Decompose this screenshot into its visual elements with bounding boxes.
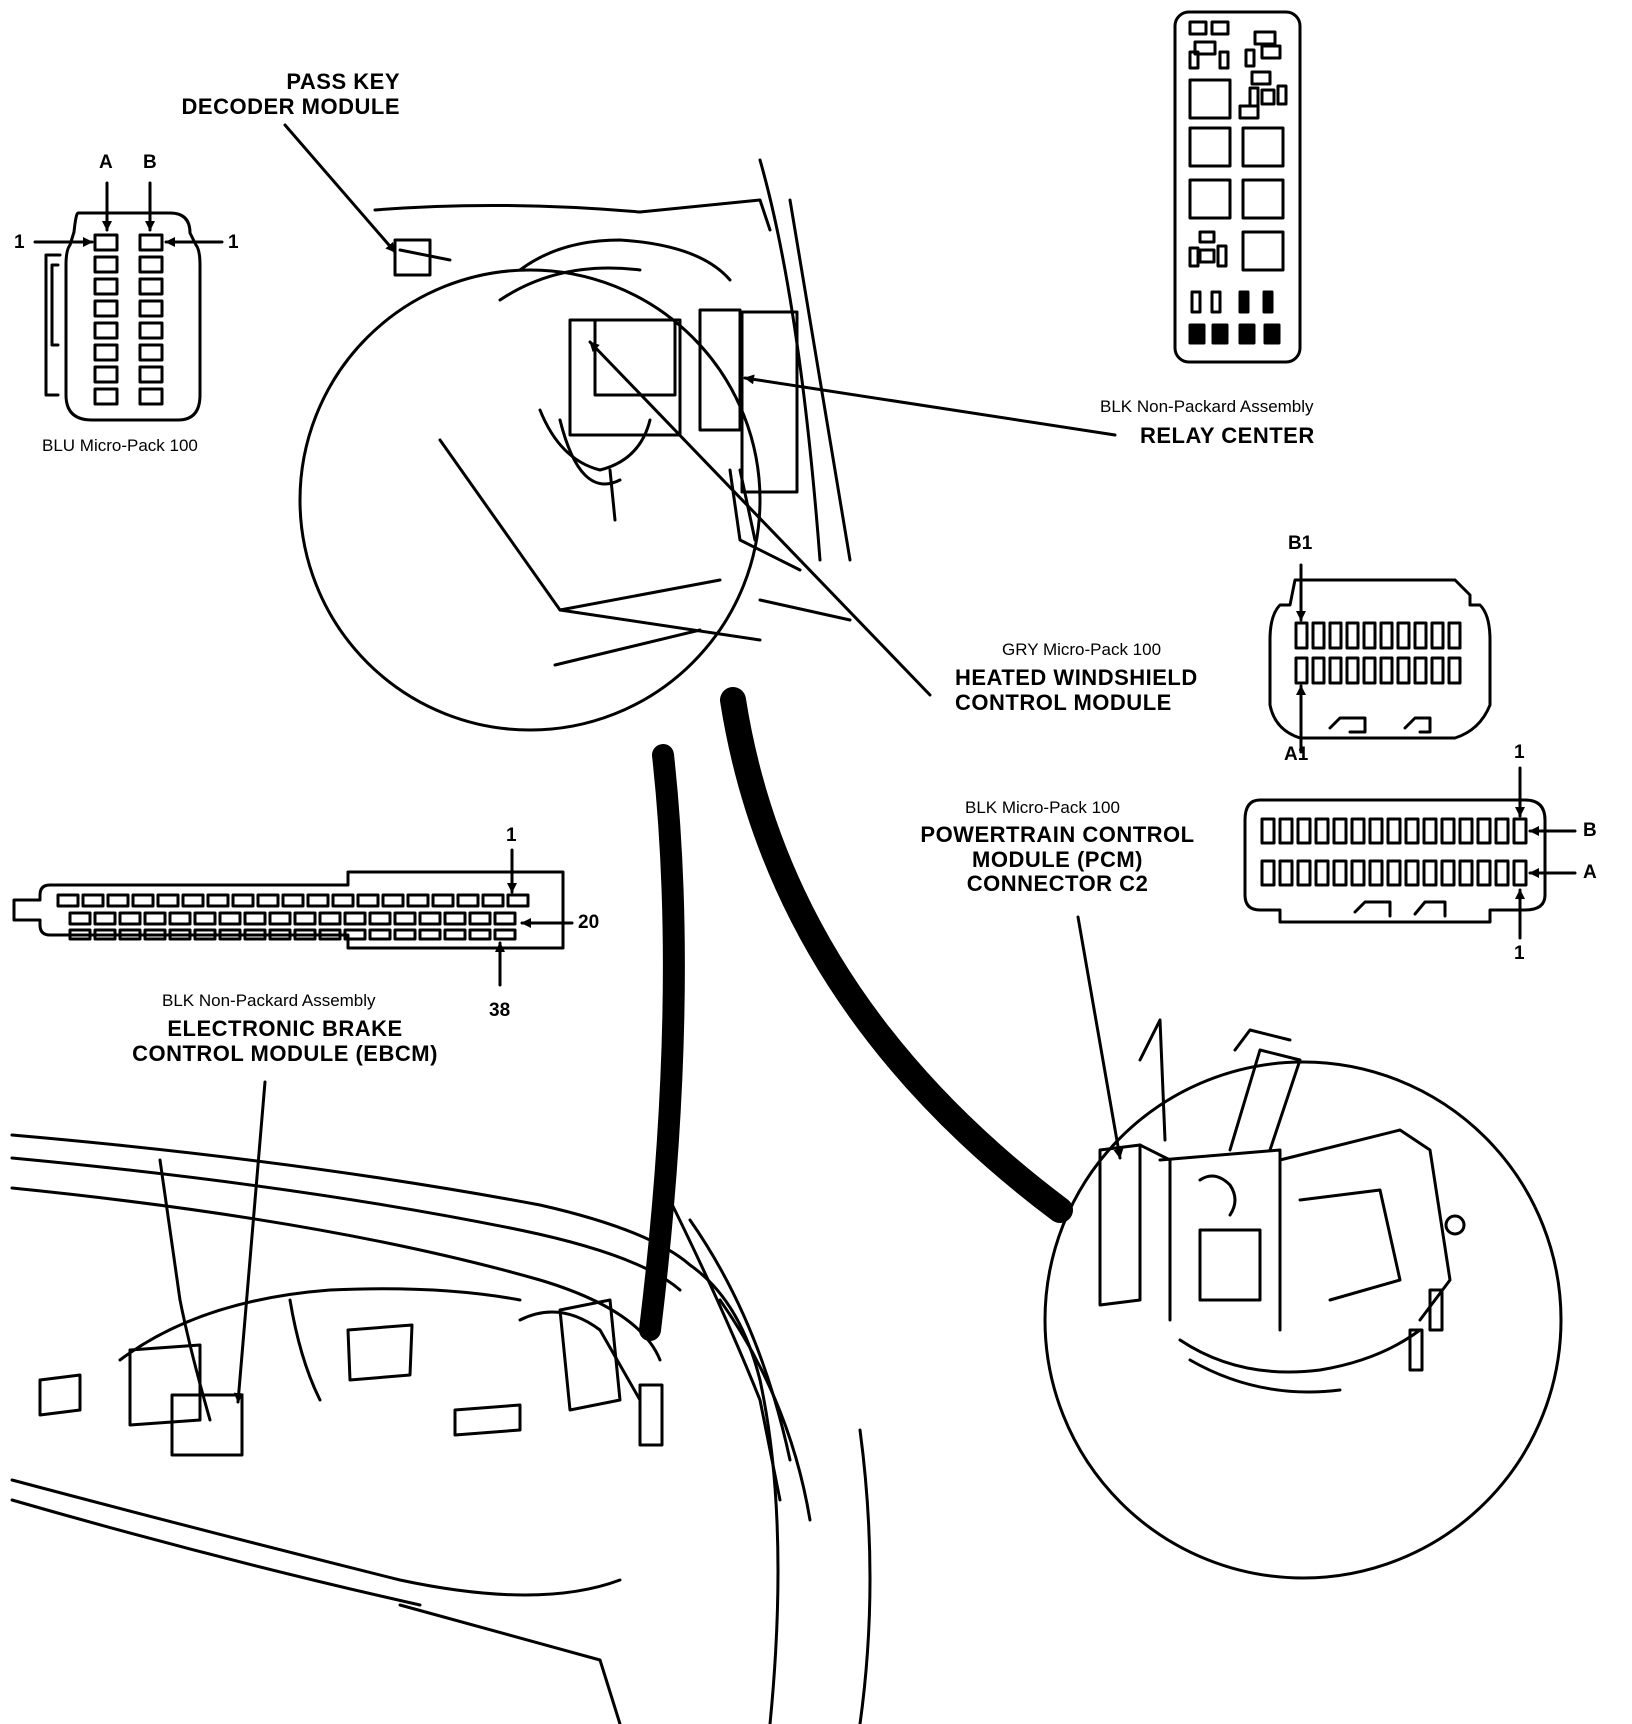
harness-band-left	[639, 744, 685, 1341]
pcm-pin-a: A	[1583, 862, 1597, 883]
lower-right-detail-circle	[1043, 1018, 1563, 1580]
pcm-line2: MODULE (PCM)	[972, 846, 1143, 872]
relay-center-block	[1173, 10, 1302, 364]
relay-center-sublabel: BLK Non-Packard Assembly	[1100, 397, 1314, 416]
pcm-pin-top-1: 1	[1514, 742, 1525, 763]
gry-pin-b1: B1	[1288, 533, 1313, 554]
pcm-c2-connector-face	[1243, 766, 1577, 940]
ebcm-pin-38: 38	[489, 1000, 511, 1021]
gry-connector-face	[1268, 563, 1492, 754]
blu-micro-pack-title: BLU Micro-Pack 100	[42, 436, 198, 455]
ebcm-line2: CONTROL MODULE (EBCM)	[132, 1040, 438, 1066]
pass-key-line2: DECODER MODULE	[181, 93, 400, 119]
blu-pin-left-1: 1	[14, 232, 25, 253]
harness-band-right	[720, 687, 1073, 1223]
ebcm-pin-20: 20	[578, 912, 600, 933]
upper-detail-circle	[298, 158, 852, 732]
pcm-pin-b: B	[1583, 820, 1597, 841]
ebcm-sublabel: BLK Non-Packard Assembly	[162, 991, 376, 1010]
ebcm-pin-1: 1	[506, 825, 517, 846]
pcm-line1: POWERTRAIN CONTROL	[920, 822, 1195, 847]
pcm-sublabel: BLK Micro-Pack 100	[965, 798, 1120, 817]
gry-micro-pack-title: GRY Micro-Pack 100	[1002, 640, 1162, 659]
ebcm-label: ELECTRONIC BRAKE CONTROL MODULE (EBCM)	[100, 1016, 470, 1066]
ebcm-line1: ELECTRONIC BRAKE	[167, 1016, 403, 1041]
dashboard-view	[10, 1133, 872, 1724]
pcm-pin-bottom-1: 1	[1514, 943, 1525, 964]
relay-center-title: RELAY CENTER	[1140, 423, 1315, 448]
heated-line1: HEATED WINDSHIELD	[955, 665, 1198, 690]
ebcm-connector-face	[12, 848, 574, 987]
pcm-line3: CONNECTOR C2	[966, 871, 1149, 897]
blu-pin-a: A	[99, 152, 113, 173]
pass-key-decoder-label: PASS KEY DECODER MODULE	[150, 69, 400, 119]
blu-pin-b: B	[143, 152, 157, 173]
leader-lines	[233, 123, 1124, 1404]
pcm-connector-label: POWERTRAIN CONTROL MODULE (PCM) CONNECTO…	[900, 822, 1215, 897]
blu-pin-right-1: 1	[228, 232, 239, 253]
heated-windshield-label: HEATED WINDSHIELD CONTROL MODULE	[955, 665, 1198, 715]
gry-pin-a1: A1	[1284, 744, 1309, 765]
blu-connector-face	[33, 181, 224, 422]
heated-line2: CONTROL MODULE	[955, 689, 1172, 715]
pass-key-line1: PASS KEY	[286, 69, 400, 94]
